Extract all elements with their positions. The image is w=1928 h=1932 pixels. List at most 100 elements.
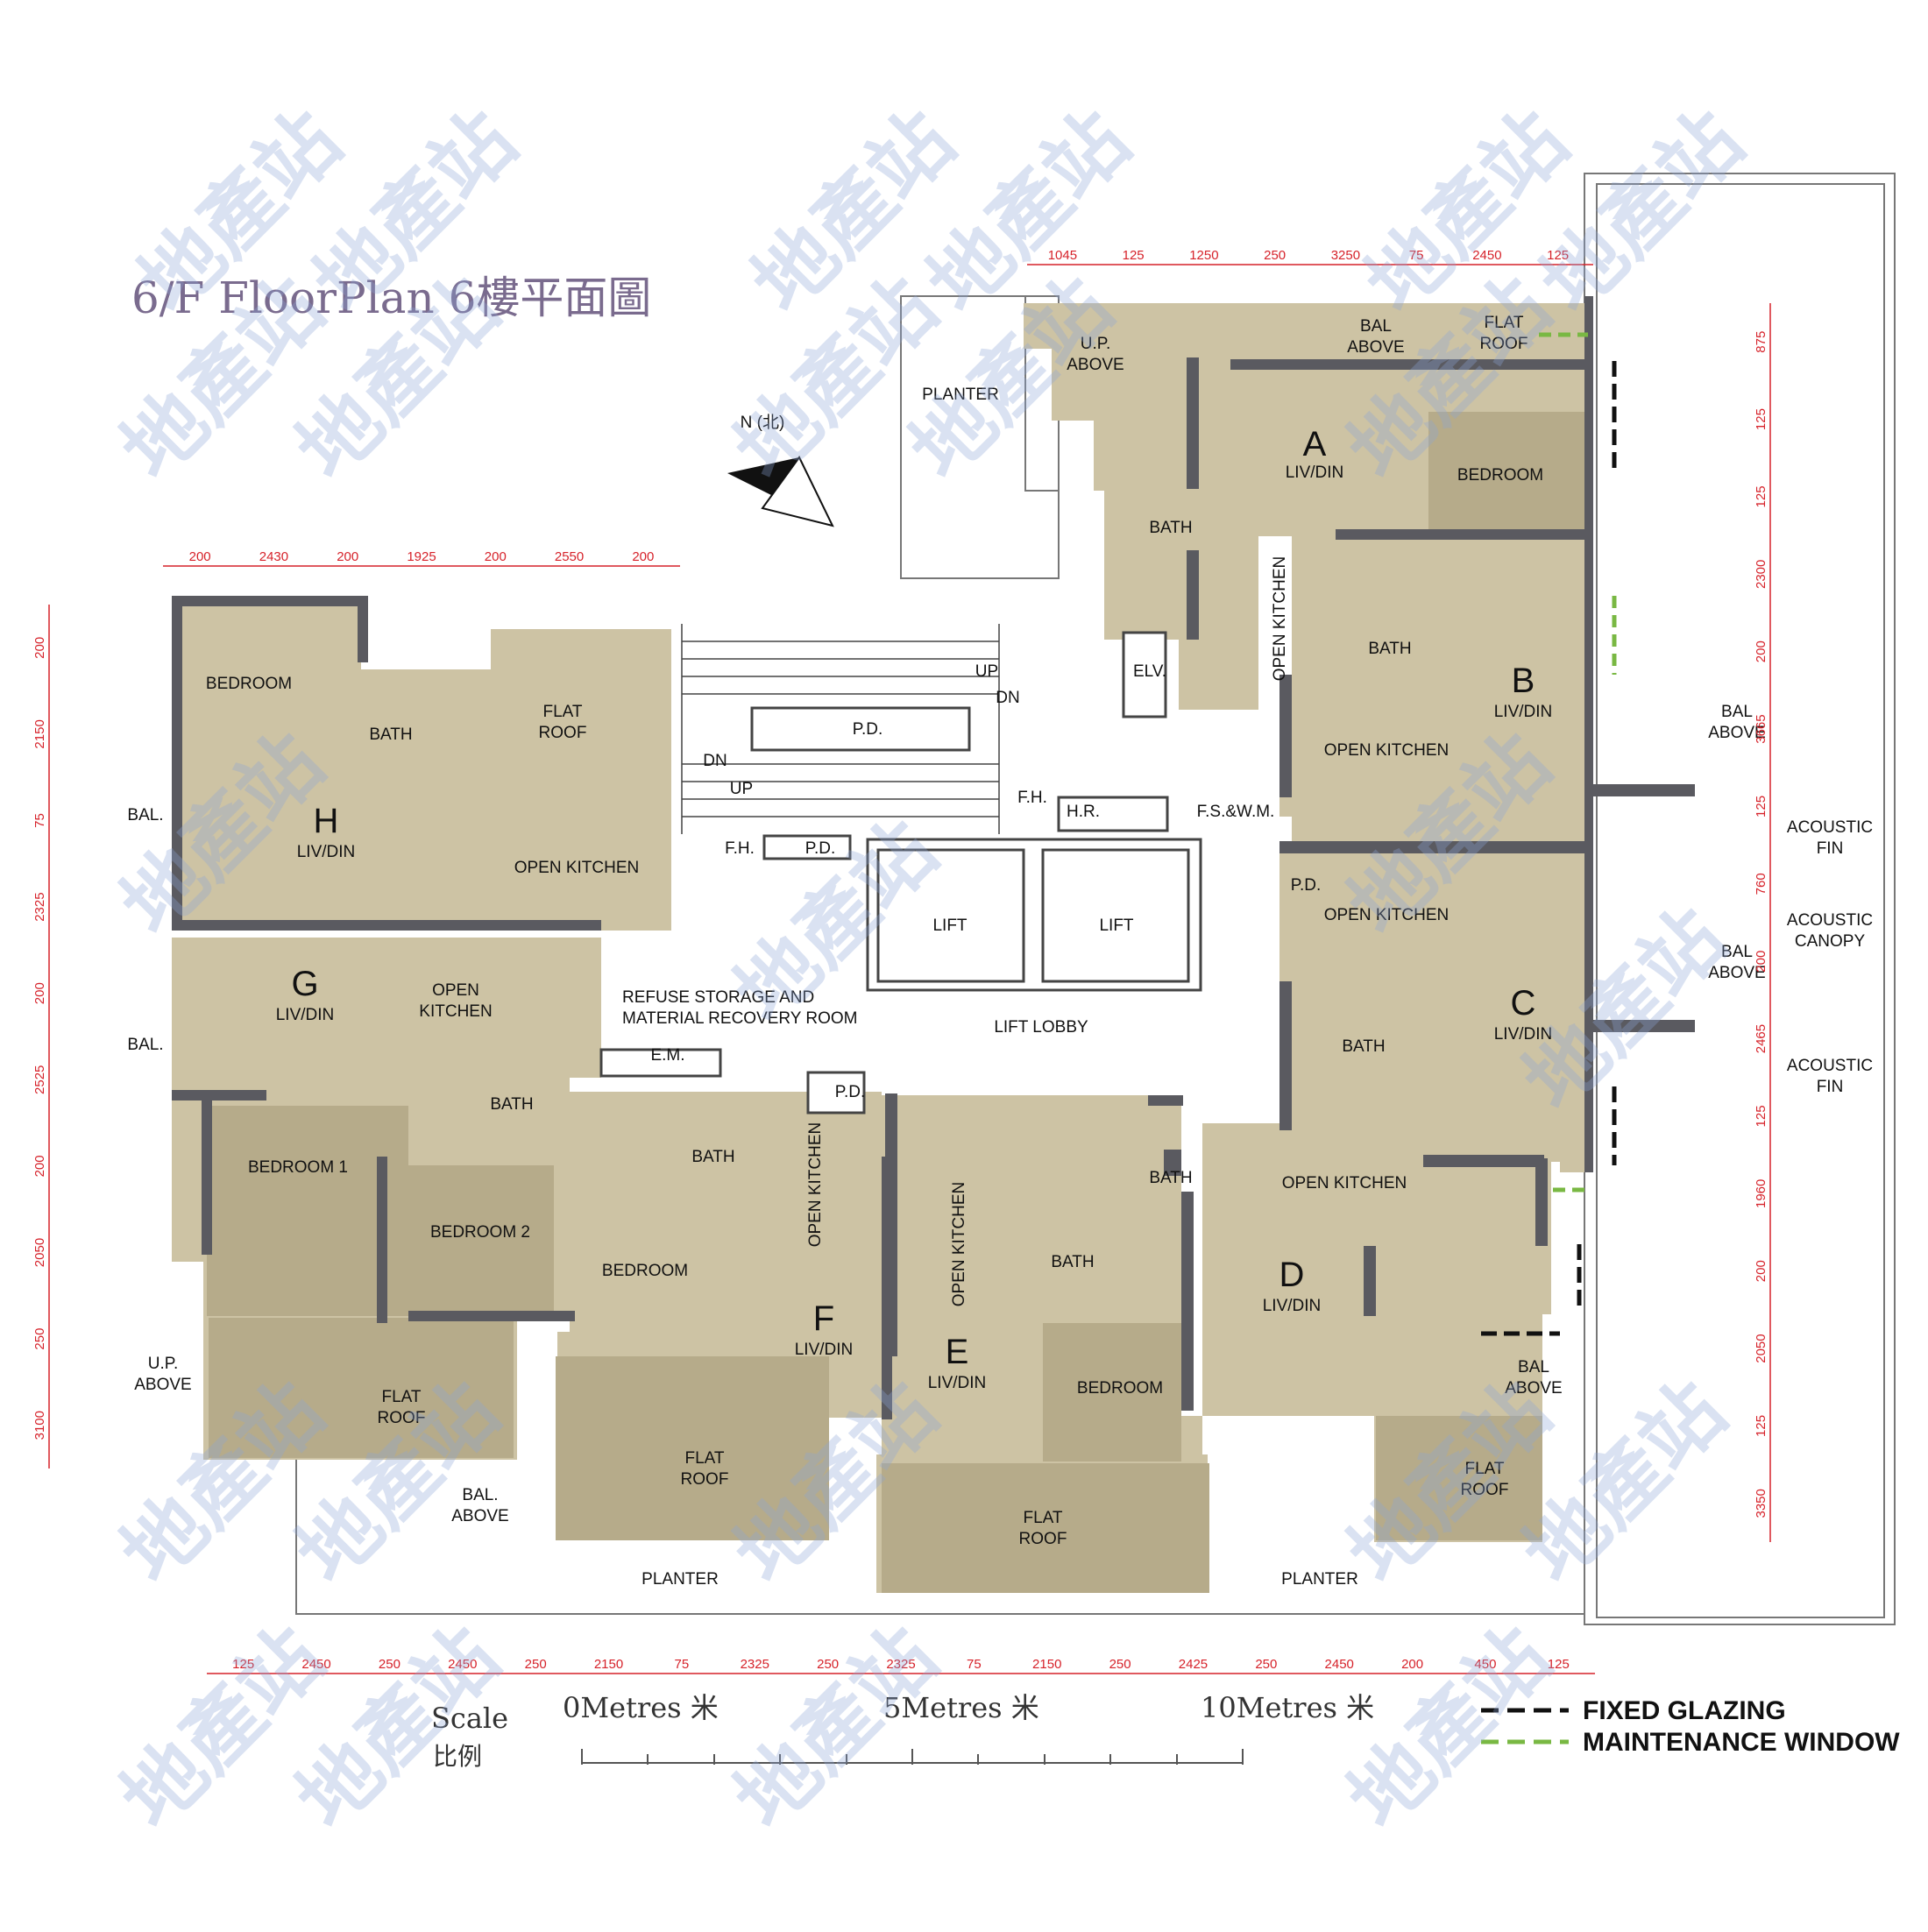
- unit-a-bedroom: BEDROOM: [1457, 466, 1543, 485]
- right-dimension: 3665: [1754, 714, 1769, 743]
- lift-lobby-label: LIFT LOBBY: [994, 1018, 1088, 1037]
- top-dimension: 250: [1264, 248, 1286, 263]
- stair-dn-label: DN: [996, 689, 1019, 707]
- acoustic-canopy-label: ACOUSTIC: [1787, 911, 1873, 930]
- right-dimension: 200: [1754, 1260, 1769, 1282]
- bal-above-label: ABOVE: [451, 1507, 508, 1525]
- unit-letter-g: G: [291, 965, 318, 1003]
- flat-roof-label: FLAT: [381, 1388, 421, 1406]
- bottom-dimension: 450: [1474, 1657, 1496, 1672]
- right-dimension: 875: [1754, 331, 1769, 353]
- right-dimension: 760: [1754, 873, 1769, 895]
- unit-g-kitchen: KITCHEN: [419, 1002, 492, 1021]
- room-labels: ALIV/DINBLIV/DINCLIV/DINDLIV/DINELIV/DIN…: [127, 314, 1873, 1589]
- h-top-dimension: 200: [632, 549, 654, 564]
- scale-mark-0: 0Metres 米: [563, 1691, 719, 1724]
- top-dimension: 1045: [1048, 248, 1077, 263]
- h-top-dimension: 200: [189, 549, 211, 564]
- right-dimension: 2300: [1754, 560, 1769, 589]
- left-dimension: 200: [32, 637, 47, 659]
- unit-g-bath: BATH: [490, 1095, 533, 1114]
- bal-above-label: ABOVE: [1347, 338, 1404, 357]
- unit-e-bath: BATH: [1051, 1253, 1094, 1271]
- refuse-room-label: REFUSE STORAGE AND: [622, 988, 814, 1007]
- unit-h-bath: BATH: [369, 725, 412, 744]
- bottom-dimension: 250: [379, 1657, 400, 1672]
- bal-label: BAL.: [127, 1036, 163, 1054]
- top-dimension: 3250: [1331, 248, 1360, 263]
- unit-a-kitchen: OPEN KITCHEN: [1271, 556, 1289, 682]
- unit-livdin-g: LIV/DIN: [276, 1006, 335, 1024]
- flat-roof-label: FLAT: [1023, 1509, 1062, 1527]
- top-dimension: 2450: [1472, 248, 1501, 263]
- h-top-dimension: 2430: [259, 549, 288, 564]
- dimension-labels: 1045 125 1250 250 3250 75 2450 125 200 2430 200 192…: [32, 248, 1769, 1672]
- scale-mark-10: 10Metres 米: [1201, 1691, 1374, 1724]
- right-dimension: 2465: [1754, 1024, 1769, 1053]
- left-dimension: 2525: [32, 1065, 47, 1094]
- left-dimension: 200: [32, 982, 47, 1004]
- top-dimension: 1250: [1189, 248, 1218, 263]
- bottom-dimension: 2450: [1325, 1657, 1354, 1672]
- flat-roof-label: FLAT: [1484, 314, 1523, 332]
- unit-livdin-b: LIV/DIN: [1494, 703, 1553, 721]
- scale-mark-5: 5Metres 米: [883, 1691, 1039, 1724]
- unit-c-kitchen: OPEN KITCHEN: [1324, 906, 1450, 924]
- planter-label: PLANTER: [922, 386, 999, 404]
- unit-letter-e: E: [946, 1333, 969, 1371]
- em-label: E.M.: [650, 1046, 684, 1065]
- unit-f-bedroom: BEDROOM: [602, 1262, 688, 1280]
- north-label: N (北): [741, 413, 785, 432]
- right-dimension: 125: [1754, 796, 1769, 817]
- glazing-markers: [1481, 332, 1617, 1336]
- unit-letter-f: F: [813, 1299, 834, 1338]
- up-above-label: U.P.: [1081, 335, 1111, 353]
- right-dimension: 125: [1754, 1415, 1769, 1437]
- left-dimension: 250: [32, 1328, 47, 1350]
- pd-label: P.D.: [853, 720, 883, 739]
- left-dimension: 2150: [32, 719, 47, 748]
- bottom-dimension: 250: [1255, 1657, 1277, 1672]
- planter-label: PLANTER: [1281, 1570, 1358, 1589]
- acoustic-fin-label: FIN: [1817, 1078, 1844, 1096]
- unit-letter-h: H: [314, 802, 339, 840]
- planter-label: PLANTER: [641, 1570, 719, 1589]
- right-dimension: 125: [1754, 1105, 1769, 1127]
- bal-above-label: BAL: [1721, 943, 1753, 961]
- bal-label: BAL.: [127, 806, 163, 824]
- bottom-dimension: 125: [232, 1657, 254, 1672]
- left-dimension: 2325: [32, 892, 47, 921]
- scale-bar: Scale 比例 0Metres 米 5Metres 米 10Metres 米: [431, 1691, 1374, 1771]
- unit-g-kitchen: OPEN: [432, 981, 479, 1000]
- unit-letter-b: B: [1512, 662, 1535, 700]
- top-dimension: 75: [1409, 248, 1424, 263]
- walls: [172, 296, 1593, 1419]
- pd-label: P.D.: [1291, 876, 1322, 895]
- bottom-dimension: 125: [1548, 1657, 1570, 1672]
- elv-label: ELV.: [1133, 662, 1166, 681]
- right-dimension: 1960: [1754, 1179, 1769, 1208]
- acoustic-fin-label: FIN: [1817, 839, 1844, 858]
- stair-dn-label: DN: [703, 752, 727, 770]
- left-dimension: 200: [32, 1155, 47, 1177]
- top-dimension: 125: [1547, 248, 1569, 263]
- unit-e-bedroom: BEDROOM: [1077, 1379, 1163, 1398]
- h-top-dimension: 200: [337, 549, 358, 564]
- hr-label: H.R.: [1067, 803, 1100, 821]
- dimension-lines: [48, 264, 1771, 1674]
- h-top-dimension: 1925: [407, 549, 436, 564]
- up-above-label: ABOVE: [1067, 356, 1123, 374]
- flat-roof-label: ROOF: [378, 1409, 426, 1427]
- unit-h-bedroom: BEDROOM: [206, 675, 292, 693]
- top-dimension: 125: [1123, 248, 1145, 263]
- legend-maintenance-label: MAINTENANCE WINDOW: [1583, 1728, 1900, 1757]
- right-dimension: 3350: [1754, 1489, 1769, 1518]
- unit-f-bath: BATH: [691, 1148, 734, 1166]
- bal-above-label: ABOVE: [1708, 964, 1765, 982]
- scale-label: Scale: [431, 1702, 508, 1735]
- north-arrow: [727, 456, 834, 527]
- unit-d-kitchen: OPEN KITCHEN: [1282, 1174, 1407, 1192]
- bottom-dimension: 2325: [886, 1657, 915, 1672]
